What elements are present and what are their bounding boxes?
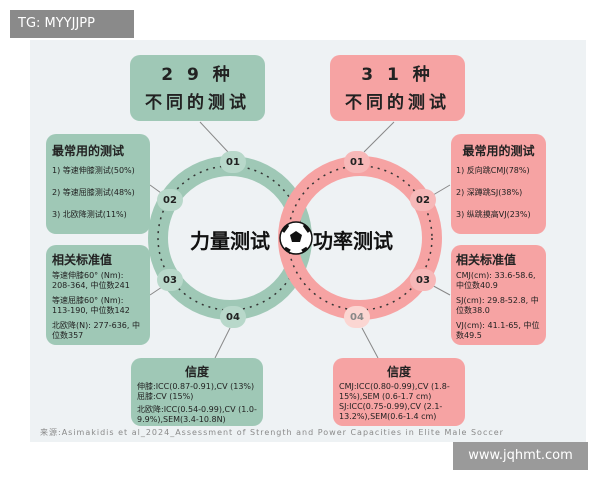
power-reliability-box: 信度 CMJ:ICC(0.80-0.99),CV (1.8-15%),SEM (… — [333, 358, 465, 426]
box-title: 最常用的测试 — [462, 144, 535, 158]
power-count-title: 3 1 种 — [361, 65, 434, 85]
strength-reliability-box: 信度 伸膝:ICC(0.87-0.91),CV (13%) 屈膝:CV (15%… — [131, 358, 263, 426]
power-norms-box: 相关标准值 CMJ(cm): 33.6-58.6, 中位数40.9 SJ(cm)… — [451, 245, 546, 345]
strength-norms-box: 相关标准值 等速伸膝60° (Nm): 208-364, 中位数241 等速屈膝… — [46, 245, 150, 345]
connector — [214, 327, 231, 359]
list-item: 伸膝:ICC(0.87-0.91),CV (13%) — [137, 382, 255, 391]
list-item: 2) 等速屈膝测试(48%) — [52, 188, 135, 197]
strength-node-01: 01 — [220, 151, 246, 173]
strength-count-box: 2 9 种 不同的测试 — [130, 55, 265, 121]
strength-center-label: 力量测试 — [190, 229, 270, 253]
power-node-02: 02 — [410, 189, 436, 211]
box-title: 信度 — [184, 365, 209, 379]
source-citation: 来源:Asimakidis et al_2024_Assessment of S… — [40, 428, 504, 437]
list-item: 3) 纵跳摸高VJ(23%) — [456, 210, 531, 219]
power-node-04: 04 — [344, 306, 370, 328]
list-item: 2) 深蹲跳SJ(38%) — [456, 188, 523, 197]
watermark-label: TG: MYYJJPP — [10, 10, 134, 38]
strength-count-title: 2 9 种 — [161, 65, 234, 85]
box-title: 相关标准值 — [52, 253, 113, 267]
power-common-box: 最常用的测试 1) 反向跳CMJ(78%) 2) 深蹲跳SJ(38%) 3) 纵… — [451, 134, 546, 234]
power-node-03: 03 — [410, 269, 436, 291]
connector — [361, 327, 379, 359]
power-center-label: 功率测试 — [313, 229, 393, 253]
connector — [363, 121, 395, 153]
list-item: 等速屈膝60° (Nm): 113-190, 中位数142 — [52, 296, 130, 315]
strength-common-box: 最常用的测试 1) 等速伸膝测试(50%) 2) 等速屈膝测试(48%) 3) … — [46, 134, 150, 234]
list-item: 屈膝:CV (15%) — [137, 392, 194, 401]
list-item: 等速伸膝60° (Nm): 208-364, 中位数241 — [52, 271, 130, 290]
connector — [199, 121, 229, 153]
list-item: 1) 反向跳CMJ(78%) — [456, 166, 530, 175]
box-title: 相关标准值 — [456, 253, 517, 267]
strength-node-04: 04 — [220, 306, 246, 328]
strength-node-03: 03 — [157, 269, 183, 291]
list-item: VJ(cm): 41.1-65, 中位数49.5 — [456, 321, 540, 340]
box-title: 最常用的测试 — [52, 144, 125, 158]
power-node-01: 01 — [344, 151, 370, 173]
power-count-box: 3 1 种 不同的测试 — [330, 55, 465, 121]
power-subtitle: 不同的测试 — [345, 93, 450, 113]
list-item: 3) 北欧降测试(11%) — [52, 210, 127, 219]
list-item: CMJ(cm): 33.6-58.6, 中位数40.9 — [456, 271, 536, 290]
list-item: 1) 等速伸膝测试(50%) — [52, 166, 135, 175]
soccer-ball-icon — [279, 221, 313, 255]
box-title: 信度 — [386, 365, 411, 379]
list-item: 北欧降:ICC(0.54-0.99),CV (1.0-9.9%),SEM(3.4… — [137, 405, 257, 424]
list-item: CMJ:ICC(0.80-0.99),CV (1.8-15%),SEM (0.6… — [339, 382, 450, 401]
site-label: www.jqhmt.com — [453, 442, 588, 470]
strength-subtitle: 不同的测试 — [145, 93, 250, 113]
strength-node-02: 02 — [157, 189, 183, 211]
list-item: SJ:ICC(0.75-0.99),CV (2.1-13.2%),SEM(0.6… — [339, 402, 443, 421]
list-item: 北欧降(N): 277-636, 中位数357 — [52, 321, 140, 340]
list-item: SJ(cm): 29.8-52.8, 中位数38.0 — [456, 296, 539, 315]
